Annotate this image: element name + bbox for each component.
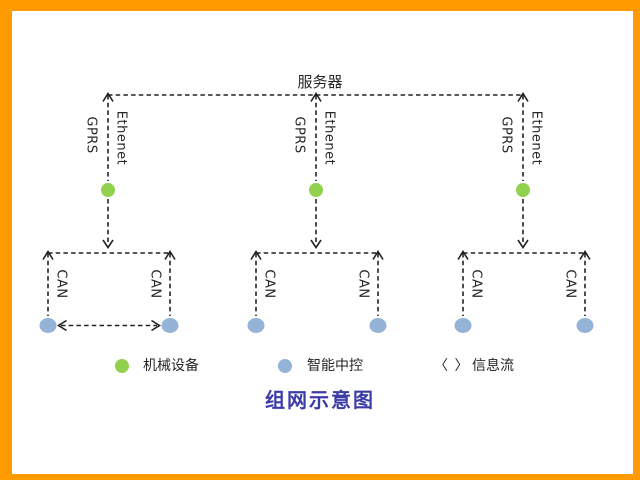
frame-border-bottom — [0, 474, 640, 480]
up-arrow-icon — [250, 249, 262, 260]
machine-node-dot — [309, 183, 323, 197]
can-label: CAN — [261, 269, 277, 299]
can-label: CAN — [468, 269, 484, 299]
can-label: CAN — [53, 269, 69, 299]
down-arrow-icon — [517, 239, 529, 249]
legend-flow-brackets-icon: 〈 〉 — [434, 358, 470, 374]
up-arrow-icon — [42, 249, 54, 260]
legend-controller-label: 智能中控 — [307, 358, 363, 374]
up-arrow-icon — [579, 249, 591, 260]
up-arrow-icon — [102, 91, 114, 102]
controller-node-dot — [39, 318, 57, 333]
ethernet-label: Ethenet — [113, 110, 129, 166]
ethernet-label: Ethenet — [321, 110, 337, 166]
can-label: CAN — [147, 269, 163, 299]
can-label: CAN — [355, 269, 371, 299]
up-arrow-icon — [457, 249, 469, 260]
down-arrow-icon — [310, 239, 322, 249]
frame-border-left — [0, 0, 12, 480]
gprs-label: GPRS — [291, 116, 307, 154]
up-arrow-icon — [372, 249, 384, 260]
down-arrow-icon — [102, 239, 114, 249]
server-label: 服务器 — [297, 73, 343, 91]
left-arrow-icon — [56, 319, 67, 332]
legend-controller-dot-icon — [278, 359, 292, 373]
legend-machine-dot-icon — [115, 359, 129, 373]
controller-node-dot — [454, 318, 472, 333]
up-arrow-icon — [517, 91, 529, 102]
gprs-label: GPRS — [498, 116, 514, 154]
ethernet-label: Ethenet — [528, 110, 544, 166]
gprs-label: GPRS — [83, 116, 99, 154]
controller-node-dot — [247, 318, 265, 333]
controller-node-dot — [369, 318, 387, 333]
controller-node-dot — [161, 318, 179, 333]
right-arrow-icon — [151, 319, 162, 332]
frame-border-top — [0, 0, 640, 11]
legend-machine-label: 机械设备 — [143, 358, 199, 374]
controller-node-dot — [576, 318, 594, 333]
diagram-title: 组网示意图 — [265, 388, 375, 412]
legend-flow-label: 信息流 — [472, 358, 514, 374]
up-arrow-icon — [164, 249, 176, 260]
can-label: CAN — [562, 269, 578, 299]
frame-border-right — [633, 0, 640, 480]
machine-node-dot — [101, 183, 115, 197]
up-arrow-icon — [310, 91, 322, 102]
machine-node-dot — [516, 183, 530, 197]
